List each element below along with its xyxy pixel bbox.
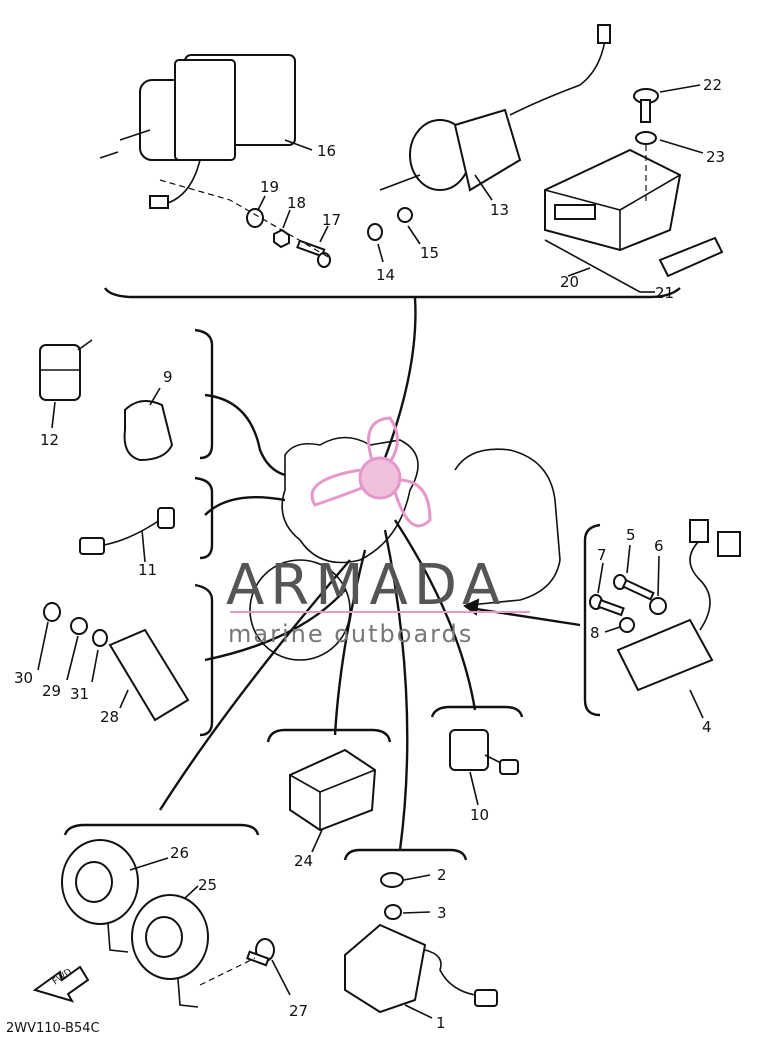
diagram-code: 2WV110-B54C	[6, 1021, 100, 1036]
callout-3: 3	[437, 904, 447, 922]
callout-28: 28	[100, 708, 119, 726]
part-7-bolt	[589, 594, 625, 617]
part-11-sensor	[79, 507, 175, 555]
callout-27: 27	[289, 1002, 308, 1020]
callout-7: 7	[597, 546, 607, 564]
watermark-subtitle: marine outboards	[228, 620, 473, 648]
callout-2: 2	[437, 866, 447, 884]
part-31-washer	[92, 629, 108, 647]
callout-9: 9	[163, 368, 173, 386]
part-29-washer	[70, 617, 88, 635]
part-15-washer	[397, 207, 413, 223]
part-2-cap	[380, 872, 404, 888]
callout-29: 29	[42, 682, 61, 700]
part-1-solenoid	[344, 923, 498, 1014]
callout-14: 14	[376, 266, 395, 284]
callout-22: 22	[703, 76, 722, 94]
part-8-washer	[619, 617, 635, 633]
callout-1: 1	[436, 1014, 446, 1032]
part-14-nut	[367, 223, 383, 241]
part-18-nut	[273, 228, 290, 249]
callout-25: 25	[198, 876, 217, 894]
bracket-horns	[63, 823, 260, 836]
part-3-nut	[384, 904, 402, 920]
callout-5: 5	[626, 526, 636, 544]
callout-21: 21	[655, 284, 674, 302]
part-26-horn	[61, 839, 139, 953]
callout-15: 15	[420, 244, 439, 262]
callout-8: 8	[590, 624, 600, 642]
part-27-bolt	[245, 938, 275, 967]
callout-16: 16	[317, 142, 336, 160]
part-6-collar	[649, 597, 667, 615]
callout-labels: 1 2 3 4 5 6 7 8 9 10 11 12 13 14 15 16 1…	[14, 76, 725, 1032]
part-9-switch	[123, 400, 174, 462]
callout-13: 13	[490, 201, 509, 219]
watermark-title: ARMADA	[226, 553, 506, 618]
part-28-rectifier	[108, 628, 190, 722]
right-group-bracket	[583, 523, 601, 717]
top-group-bracket	[103, 287, 681, 299]
part-16-motor	[99, 54, 296, 209]
callout-20: 20	[560, 273, 579, 291]
callout-17: 17	[322, 211, 341, 229]
callout-6: 6	[654, 537, 664, 555]
callout-10: 10	[470, 806, 489, 824]
callout-11: 11	[138, 561, 157, 579]
part-5-bolt	[613, 574, 655, 601]
bracket-1-3	[343, 848, 468, 861]
callout-24: 24	[294, 852, 313, 870]
fwd-arrow: FWD	[32, 965, 90, 1003]
part-25-horn	[131, 894, 209, 1008]
callout-31: 31	[70, 685, 89, 703]
part-17-bolt	[296, 239, 331, 268]
part-24-relay	[289, 748, 377, 832]
callout-4: 4	[702, 718, 712, 736]
engine-outline	[249, 436, 561, 661]
bracket-24	[266, 728, 392, 743]
part-22-bolt	[633, 88, 659, 123]
callout-19: 19	[260, 178, 279, 196]
callout-30: 30	[14, 669, 33, 687]
part-30-nut	[43, 602, 61, 622]
part-19-washer	[246, 208, 264, 228]
watermark-propeller	[310, 416, 432, 528]
part-23-washer	[635, 131, 657, 145]
part-4-ignition-coil	[616, 519, 741, 692]
part-21-cover	[658, 236, 724, 278]
part-13-sensor	[379, 24, 611, 192]
part-12-relay	[39, 339, 93, 401]
callout-12: 12	[40, 431, 59, 449]
left-bracket-upper	[194, 328, 214, 460]
part-20-cdi-unit	[544, 148, 682, 252]
part-10-connector	[449, 729, 519, 775]
left-bracket-lower	[194, 583, 214, 737]
callout-18: 18	[287, 194, 306, 212]
left-bracket-middle	[194, 476, 214, 560]
callout-26: 26	[170, 844, 189, 862]
bracket-10	[430, 705, 524, 718]
callout-23: 23	[706, 148, 725, 166]
